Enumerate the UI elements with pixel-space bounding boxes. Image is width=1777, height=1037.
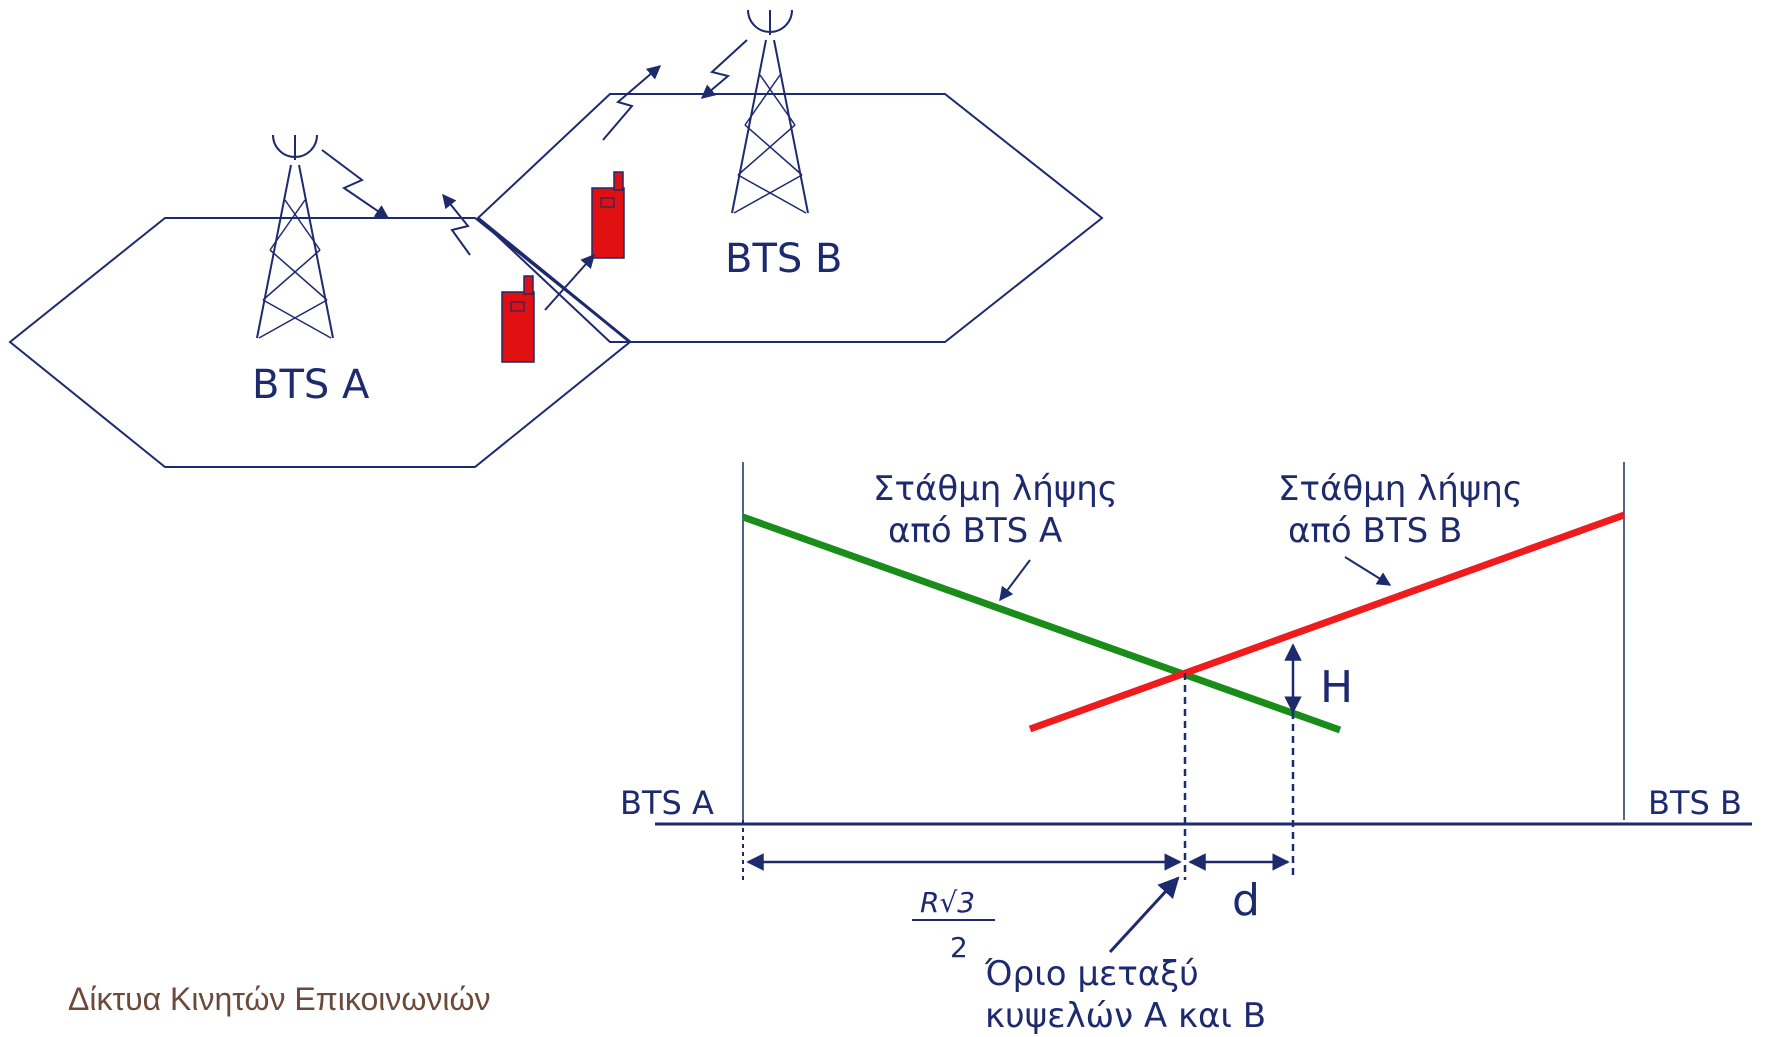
hysteresis-label: H — [1320, 662, 1353, 713]
cell-a — [8, 217, 632, 468]
cell-b-hexagon — [476, 93, 1104, 343]
curve-b-pointer-arrow — [1344, 556, 1392, 586]
boundary-label-line1: Όριο μεταξύ — [984, 954, 1199, 994]
tower-icon — [256, 134, 334, 339]
mobile-phone-icon — [501, 275, 535, 363]
radio-signal-icon — [602, 65, 662, 141]
axis-left-label: BTS A — [620, 784, 714, 822]
boundary-label-line2: κυψελών A και B — [985, 996, 1266, 1036]
radio-signal-icon — [700, 39, 748, 99]
curve-a-pointer-arrow — [999, 559, 1031, 602]
curve-b-label-line1: Στάθμη λήψης — [1278, 469, 1523, 509]
tower-icon — [731, 9, 809, 214]
cell-boundary — [477, 216, 631, 344]
formula-r-sqrt3-over-2: R√3 2 — [912, 886, 995, 964]
signal-curve-a — [741, 513, 1342, 734]
curve-a-label-line1: Στάθμη λήψης — [873, 469, 1118, 509]
curve-b-label-line2: από BTS B — [1288, 511, 1462, 551]
cell-a-hexagon — [8, 217, 632, 468]
axis-right-label: BTS B — [1648, 784, 1742, 822]
formula-denominator: 2 — [950, 931, 968, 964]
signal-curve-b — [1028, 511, 1626, 733]
distance-label: d — [1232, 875, 1260, 926]
radio-signal-icon — [321, 149, 390, 219]
curve-a-label-line2: από BTS A — [888, 511, 1062, 551]
movement-arrow — [544, 253, 595, 311]
mobile-phone-icon — [591, 171, 625, 259]
cell-b-label: BTS B — [725, 236, 842, 282]
boundary-pointer-arrow — [1108, 876, 1180, 954]
footer-title: Δίκτυα Κινητών Επικοινωνιών — [68, 981, 491, 1017]
formula-numerator: R√3 — [920, 886, 975, 919]
cell-a-label: BTS A — [252, 362, 370, 408]
cell-b — [476, 93, 1104, 343]
radio-signal-icon — [442, 193, 471, 256]
